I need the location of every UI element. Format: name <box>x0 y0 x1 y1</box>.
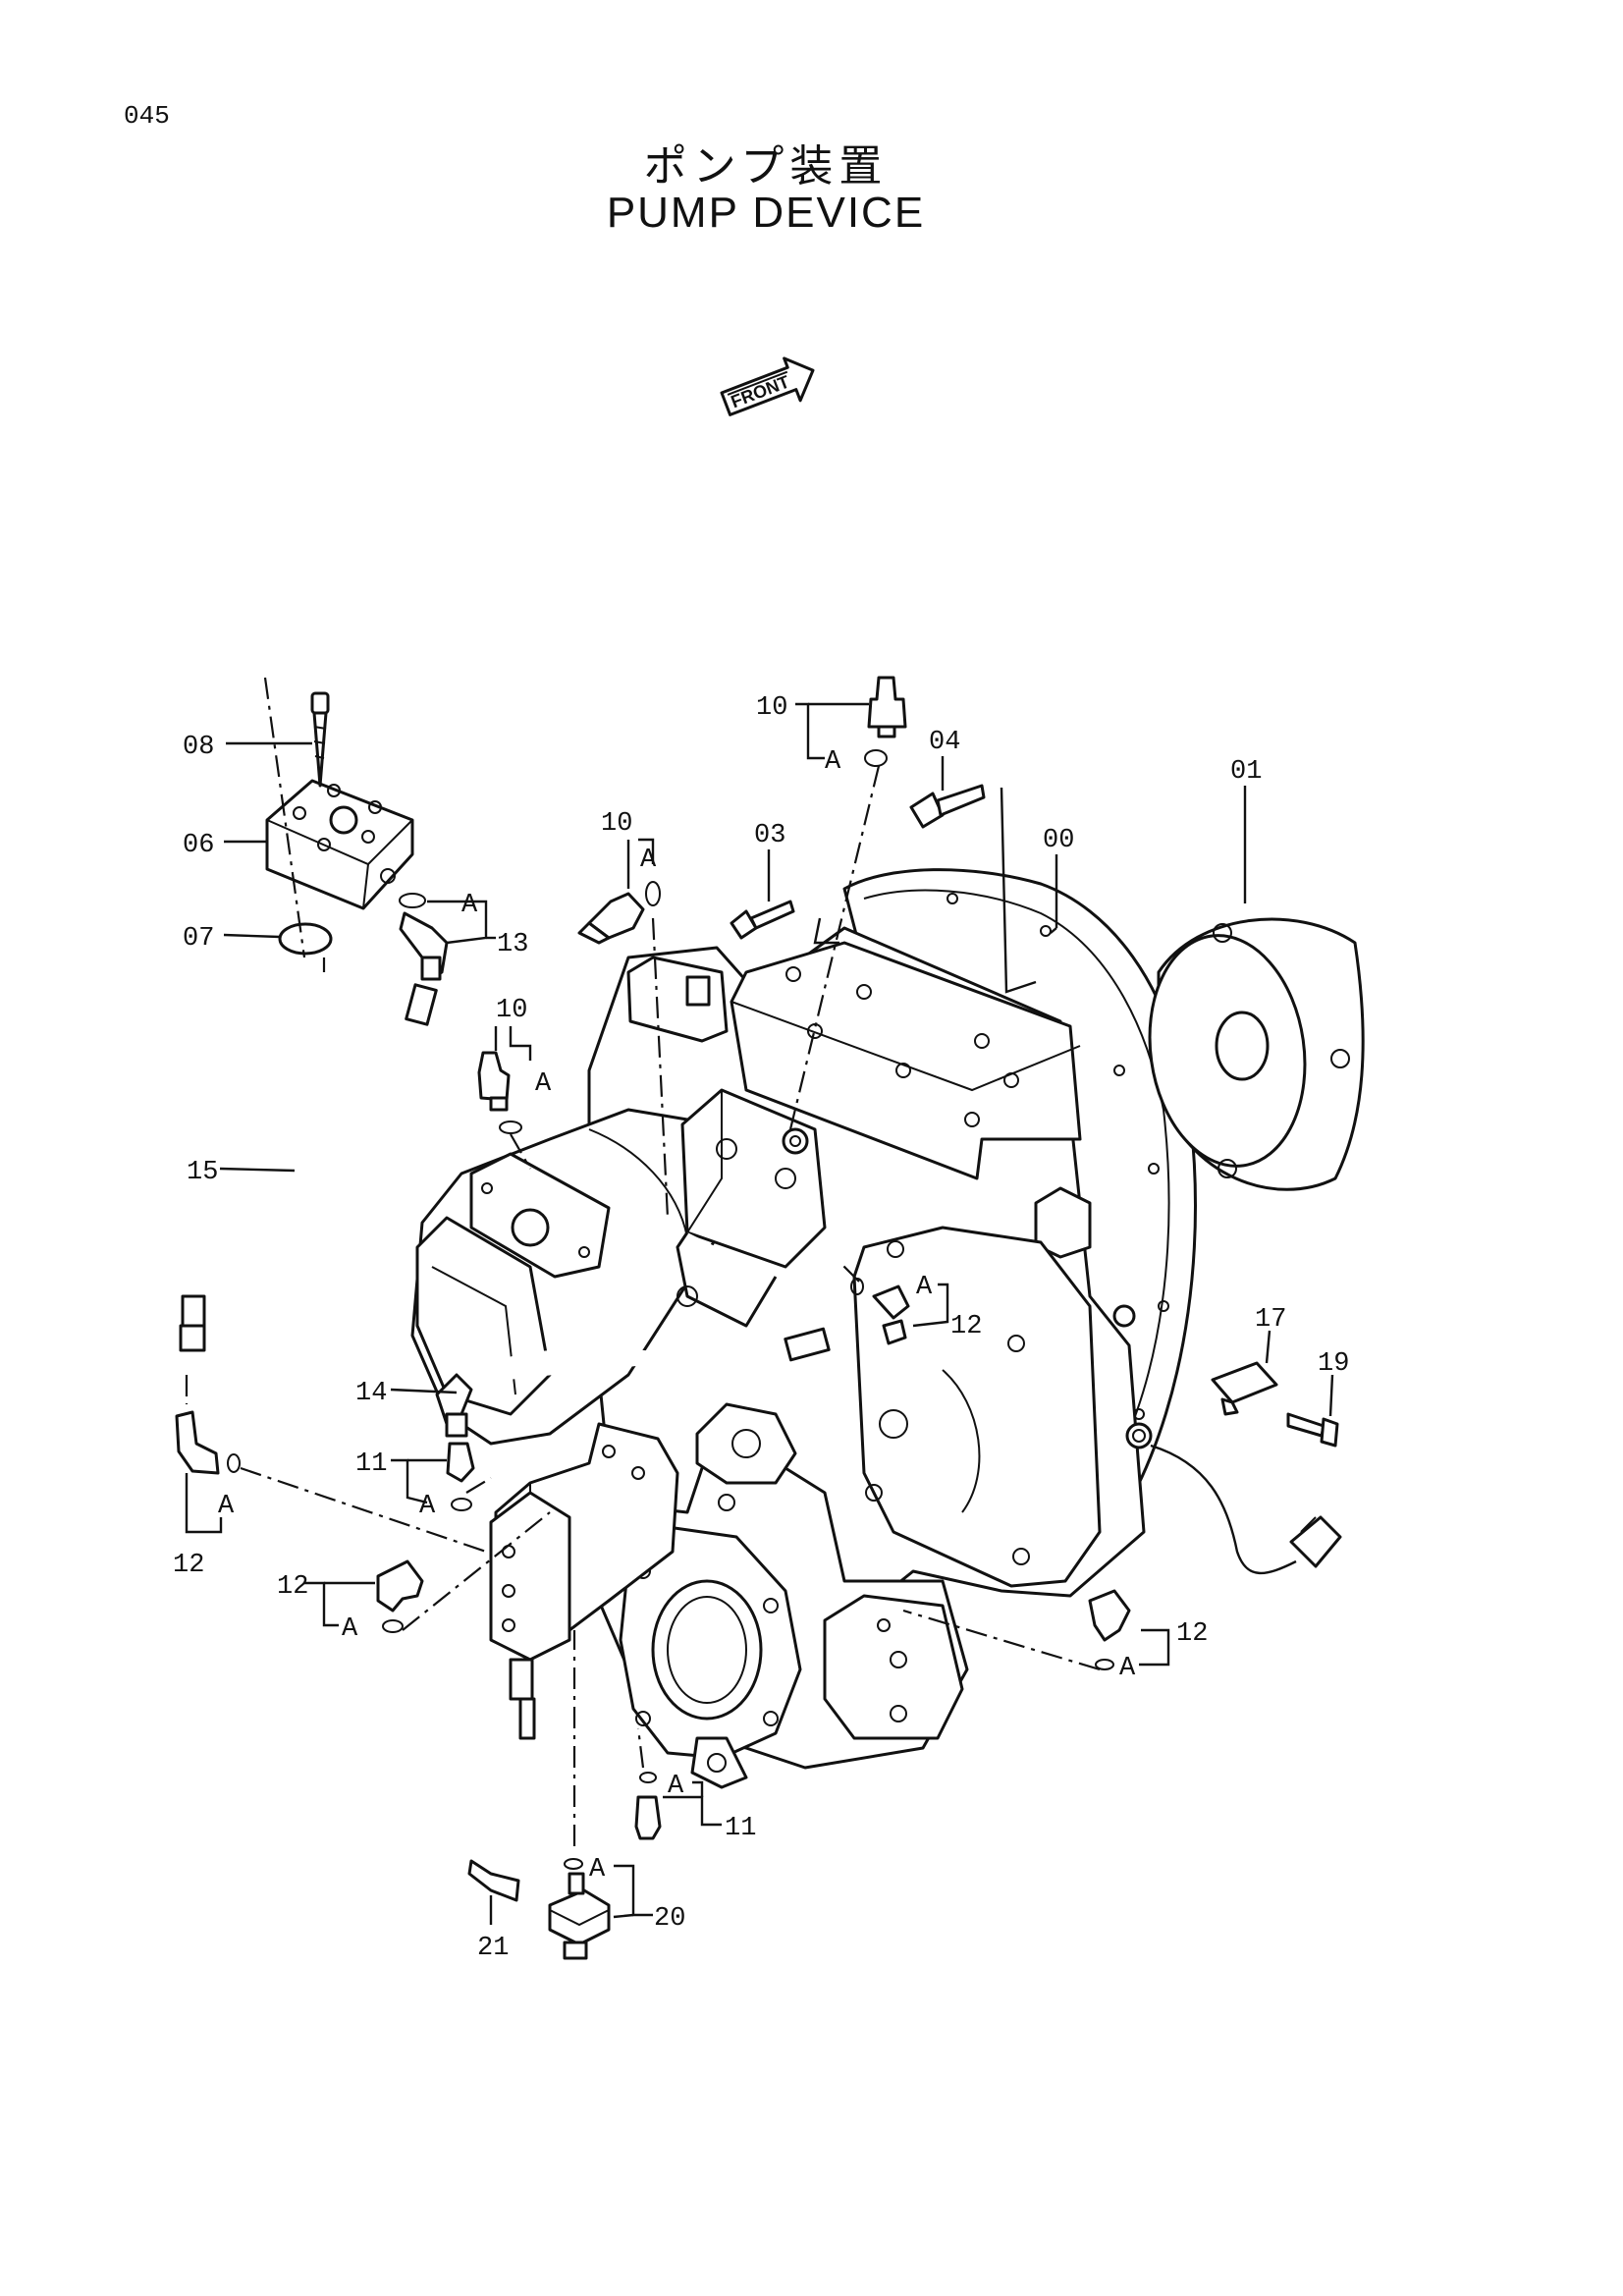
fitting-11-upper <box>446 1442 475 1483</box>
callout-03: 03 <box>754 821 785 850</box>
callout-20: 20 <box>654 1904 685 1934</box>
flywheel-coupling-01 <box>1148 917 1365 1191</box>
title-japanese: ポンプ装置 <box>643 141 889 191</box>
callout-07: 07 <box>183 924 214 954</box>
fitting-10-low <box>477 1051 511 1112</box>
callout-15: 15 <box>187 1158 218 1187</box>
o-ring-a-11-upper <box>451 1498 472 1511</box>
regulator-block <box>489 1422 679 1740</box>
fitting-10-top <box>867 676 907 738</box>
callout-08: 08 <box>183 733 214 762</box>
bolt-08 <box>310 691 330 788</box>
block-06 <box>265 779 414 910</box>
callout-00: 00 <box>1043 826 1074 855</box>
o-ring-a-12-right <box>1095 1659 1114 1670</box>
o-ring-a-12-lowerleft <box>382 1619 404 1633</box>
ring-label-a: A <box>916 1273 933 1302</box>
o-ring-a-20 <box>564 1858 583 1870</box>
callout-06: 06 <box>183 831 214 860</box>
sensor-20 <box>548 1872 611 1960</box>
callout-13: 13 <box>497 930 528 959</box>
callout-10-top: 10 <box>756 693 787 723</box>
callout-12-lowerleft: 12 <box>277 1572 308 1602</box>
sensor-cable <box>1150 1444 1342 1575</box>
callout-14: 14 <box>355 1379 387 1408</box>
callout-01: 01 <box>1230 757 1262 787</box>
callout-19: 19 <box>1318 1349 1349 1379</box>
ring-label-a: A <box>589 1855 606 1885</box>
ring-label-a: A <box>1119 1654 1136 1683</box>
callout-11-upper: 11 <box>355 1449 387 1479</box>
elbow-12-left <box>175 1410 220 1475</box>
elbow-12-mid <box>872 1285 910 1345</box>
ring-label-a: A <box>535 1069 552 1099</box>
ring-label-a: A <box>218 1492 235 1521</box>
ring-label-a: A <box>419 1492 436 1521</box>
callout-labels: 08 06 07 15 13 10 10 10 03 04 00 01 14 1… <box>173 693 1349 1963</box>
o-ring-a-12-left <box>227 1453 241 1473</box>
title-english: PUMP DEVICE <box>606 189 926 237</box>
ring-label-a: A <box>825 747 841 777</box>
o-ring-a-10-low <box>499 1121 522 1134</box>
hose-15 <box>179 983 832 1438</box>
o-ring-a-10-top <box>864 749 888 767</box>
o-ring-a-13 <box>399 893 426 908</box>
left-pump-body <box>410 1088 827 1446</box>
o-ring-07 <box>278 922 333 956</box>
callout-04: 04 <box>929 728 960 757</box>
ring-a-labels: A A A A A A A A A A A <box>218 747 1136 1885</box>
assembly-lines <box>185 677 1101 1846</box>
o-ring-a-10-mid <box>645 881 661 906</box>
callout-21: 21 <box>477 1934 509 1963</box>
ring-label-a: A <box>668 1772 684 1801</box>
front-arrow: FRONT <box>720 356 815 416</box>
ring-label-a: A <box>461 891 478 920</box>
plug-21 <box>467 1859 520 1902</box>
callout-12-left: 12 <box>173 1551 204 1580</box>
callout-10-mid: 10 <box>601 809 632 839</box>
ring-label-a: A <box>342 1614 358 1644</box>
bolt-19 <box>1286 1412 1339 1448</box>
fitting-11-lower <box>634 1795 662 1840</box>
bracket-17 <box>1211 1361 1278 1416</box>
elbow-12-lowerleft <box>376 1559 424 1613</box>
leader-lines <box>185 702 1334 1925</box>
callout-11-lower: 11 <box>725 1814 756 1843</box>
elbow-13 <box>399 911 449 981</box>
o-ring-a-11-lower <box>639 1772 657 1783</box>
bolt-04 <box>909 784 986 829</box>
callout-12-right: 12 <box>1176 1619 1208 1649</box>
page-number: 045 <box>124 101 170 131</box>
callout-10-low: 10 <box>496 996 527 1025</box>
elbow-12-right <box>1088 1589 1131 1642</box>
callout-12-mid: 12 <box>950 1312 982 1341</box>
bolt-03 <box>730 900 795 940</box>
callout-17: 17 <box>1255 1305 1286 1335</box>
ring-label-a: A <box>640 846 657 875</box>
fitting-10-mid <box>577 892 645 945</box>
